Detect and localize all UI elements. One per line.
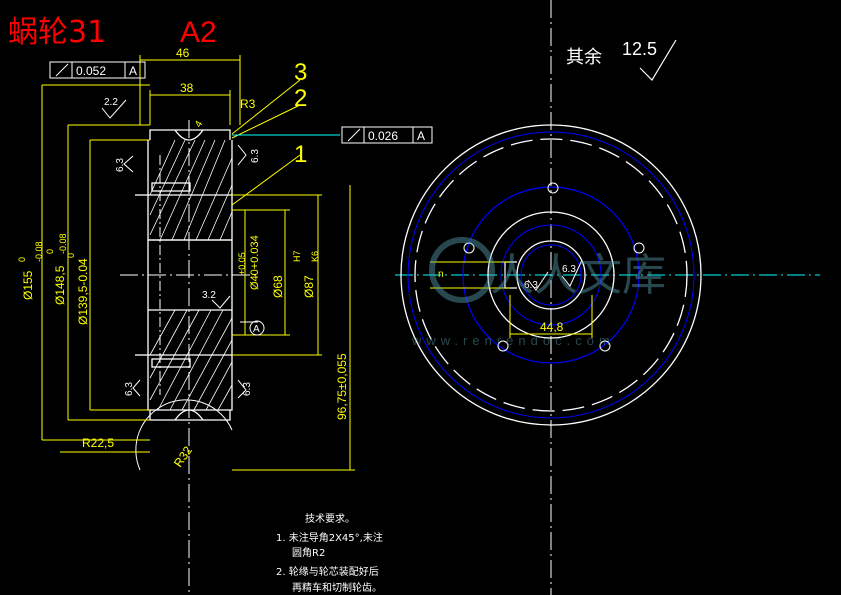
dim-44-8: 44,8	[540, 320, 564, 334]
leader-2: 2	[294, 85, 307, 112]
tolerance-frame-1: 0.052 A	[49, 61, 146, 79]
hatching-lower	[149, 309, 233, 411]
dim-46: 46	[176, 46, 190, 60]
roughness-symbols	[101, 99, 247, 399]
roughness-6-3-b: 6.3	[250, 149, 261, 163]
roughness-3-2: 3.2	[202, 290, 216, 301]
dim-d87: Ø87	[302, 275, 316, 298]
roughness-icon-right-2	[561, 259, 583, 287]
dim-d148-tol: -0.08	[58, 233, 68, 254]
dim-d155: Ø155	[21, 270, 35, 300]
datum-a-label: A	[253, 324, 260, 335]
dim-d155-tol: -0.08	[34, 241, 44, 262]
dim-d139-zero: 0	[66, 253, 76, 258]
hatching-upper	[149, 139, 233, 241]
roughness-2-2: 2.2	[104, 97, 118, 108]
tech-line-2: 2. 轮缘与轮芯装配好后	[276, 565, 379, 578]
svg-text:0.026: 0.026	[368, 129, 398, 143]
watermark-logo-icon	[429, 237, 495, 303]
keyway	[504, 261, 517, 289]
dim-d40-sub: +0.05	[237, 252, 247, 275]
dim-44-8-lines	[430, 261, 593, 338]
dim-d148-zero: 0	[45, 249, 55, 254]
watermark-url: www.renrendoc.com	[411, 333, 615, 348]
dim-d40: Ø40+0.034	[249, 235, 261, 290]
roughness-6-3-a: 6.3	[115, 158, 126, 172]
leader-3: 3	[294, 59, 307, 86]
roughness-note-label: 其余	[566, 47, 602, 68]
tech-line-2b: 再精车和切制轮齿。	[292, 581, 382, 594]
dim-r22-5: R22,5	[82, 436, 114, 450]
runout-icon	[347, 128, 361, 142]
tech-line-1: 1. 未注导角2X45°,未注	[276, 531, 383, 544]
watermark: 人人文库 www.renrendoc.com	[411, 237, 666, 348]
dim-r32: R32	[171, 443, 195, 469]
roughness-note-value: 12.5	[622, 39, 657, 59]
roughness-icon-right-1	[527, 271, 549, 291]
tech-line-1b: 圆角R2	[292, 547, 325, 559]
worm-arc	[135, 399, 233, 471]
chamfer-4: 4	[193, 119, 206, 130]
runout-icon	[55, 63, 69, 77]
roughness-6-3-d: 6.3	[242, 382, 253, 396]
dimension-lines-left	[41, 55, 355, 471]
svg-text:A: A	[129, 64, 137, 78]
dim-d148: Ø148,5	[53, 265, 67, 305]
dim-k6: K6	[310, 251, 320, 262]
drawing-size: A2	[180, 16, 217, 49]
roughness-6-3-e: 6.3	[524, 280, 538, 291]
dim-h7: H7	[292, 250, 302, 262]
dim-d139: Ø139,5-0.04	[76, 258, 90, 325]
dim-r3: R3	[240, 97, 256, 111]
watermark-text: 人人文库	[490, 250, 666, 301]
tolerance-frame-2: 0.026 A	[341, 126, 433, 144]
datum-a-circle	[249, 320, 265, 336]
drawing-title: 蜗轮31	[8, 15, 106, 50]
dim-d68: Ø68	[271, 275, 285, 298]
leader-1: 1	[294, 141, 307, 168]
tech-requirements: 技术要求。 1. 未注导角2X45°,未注 圆角R2 2. 轮缘与轮芯装配好后 …	[276, 512, 383, 594]
svg-text:0.052: 0.052	[76, 64, 106, 78]
dim-96-75: 96,75±0,055	[335, 353, 349, 420]
svg-text:A: A	[417, 129, 425, 143]
dim-38: 38	[180, 81, 194, 95]
roughness-6-3-f: 6.3	[562, 264, 576, 275]
roughness-note-icon	[639, 39, 677, 81]
roughness-6-3-c: 6.3	[124, 382, 135, 396]
tech-heading: 技术要求。	[305, 512, 355, 525]
front-view	[400, 124, 702, 426]
dim-n: n	[438, 269, 444, 280]
dim-d155-zero: 0	[17, 257, 27, 262]
